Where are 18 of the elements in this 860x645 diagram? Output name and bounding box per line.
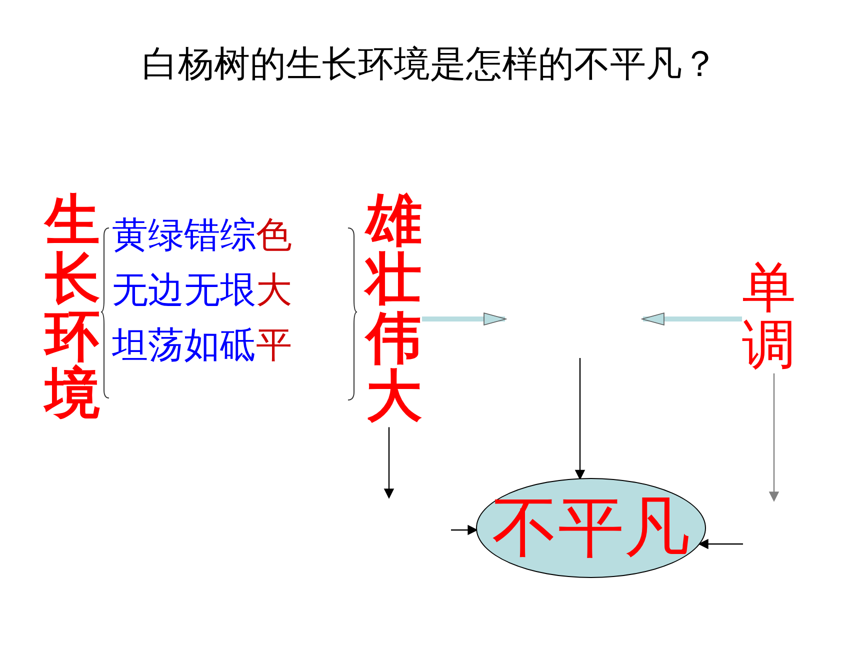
description-text: 无边无垠 (112, 270, 256, 311)
slide-title: 白杨树的生长环境是怎样的不平凡？ (141, 43, 719, 87)
arrow (451, 525, 478, 535)
key-word: 大 (256, 270, 292, 311)
vertical-heading: 生长环境 (45, 192, 100, 423)
key-word: 平 (256, 325, 292, 366)
arrow (384, 427, 394, 498)
vertical-word: 单调 (742, 260, 796, 374)
arrow (642, 312, 742, 326)
arrow (698, 539, 743, 549)
description-text: 黄绿错综 (112, 215, 256, 256)
arrow (769, 373, 779, 502)
description-text: 坦荡如砥 (112, 325, 256, 366)
arrow (575, 358, 585, 480)
key-word: 色 (256, 215, 292, 256)
conclusion-ellipse: 不平凡 (476, 478, 706, 578)
arrow (422, 312, 506, 326)
vertical-heading: 雄壮伟大 (366, 192, 422, 428)
